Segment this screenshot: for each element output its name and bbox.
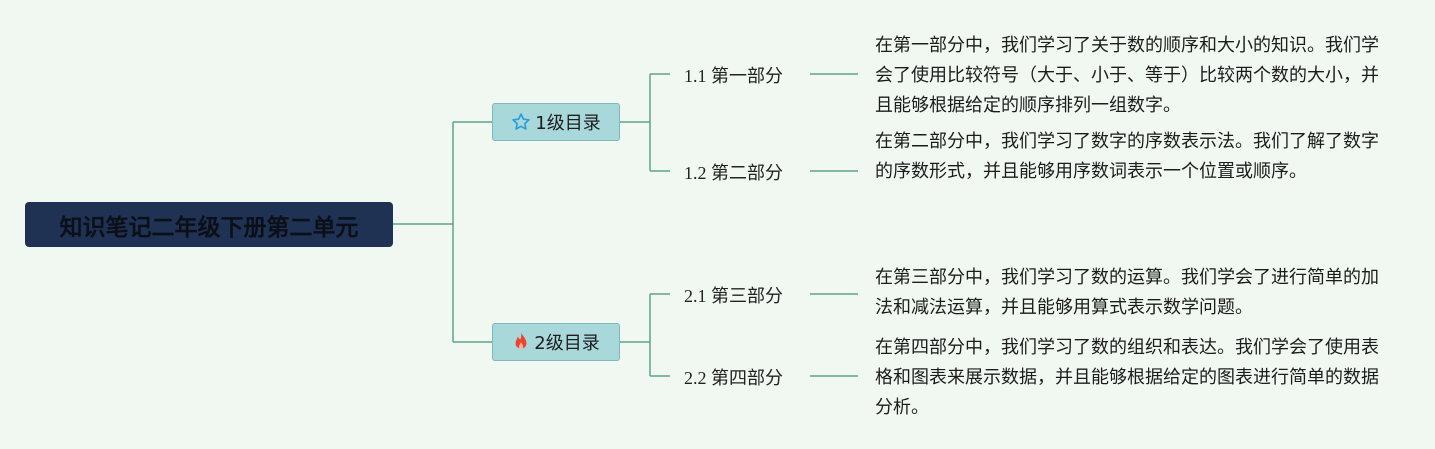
root-title: 知识笔记二年级下册第二单元	[59, 214, 359, 241]
branch-label-2: 2级目录	[534, 333, 600, 354]
root-node[interactable]: 知识笔记二年级下册第二单元	[25, 202, 393, 247]
note-1-1: 在第一部分中，我们学习了关于数的顺序和大小的知识。我们学会了使用比较符号（大于、…	[875, 35, 1379, 116]
topic-2-2[interactable]: 2.2 第四部分	[684, 368, 783, 388]
branch-label-1: 1级目录	[535, 113, 601, 134]
star-outline-icon	[511, 112, 531, 132]
note-1-2: 在第二部分中，我们学习了数字的序数表示法。我们了解了数字的序数形式，并且能够用序…	[875, 131, 1379, 182]
branch-node-2[interactable]: 2级目录	[492, 323, 620, 361]
branch-node-1[interactable]: 1级目录	[492, 103, 620, 141]
topic-1-2[interactable]: 1.2 第二部分	[684, 163, 783, 183]
note-2-1: 在第三部分中，我们学习了数的运算。我们学会了进行简单的加法和减法运算，并且能够用…	[875, 267, 1379, 318]
topic-1-1[interactable]: 1.1 第一部分	[684, 66, 783, 86]
fire-icon	[512, 331, 530, 353]
note-2-2: 在第四部分中，我们学习了数的组织和表达。我们学会了使用表格和图表来展示数据，并且…	[875, 337, 1379, 418]
topic-2-1[interactable]: 2.1 第三部分	[684, 286, 783, 306]
